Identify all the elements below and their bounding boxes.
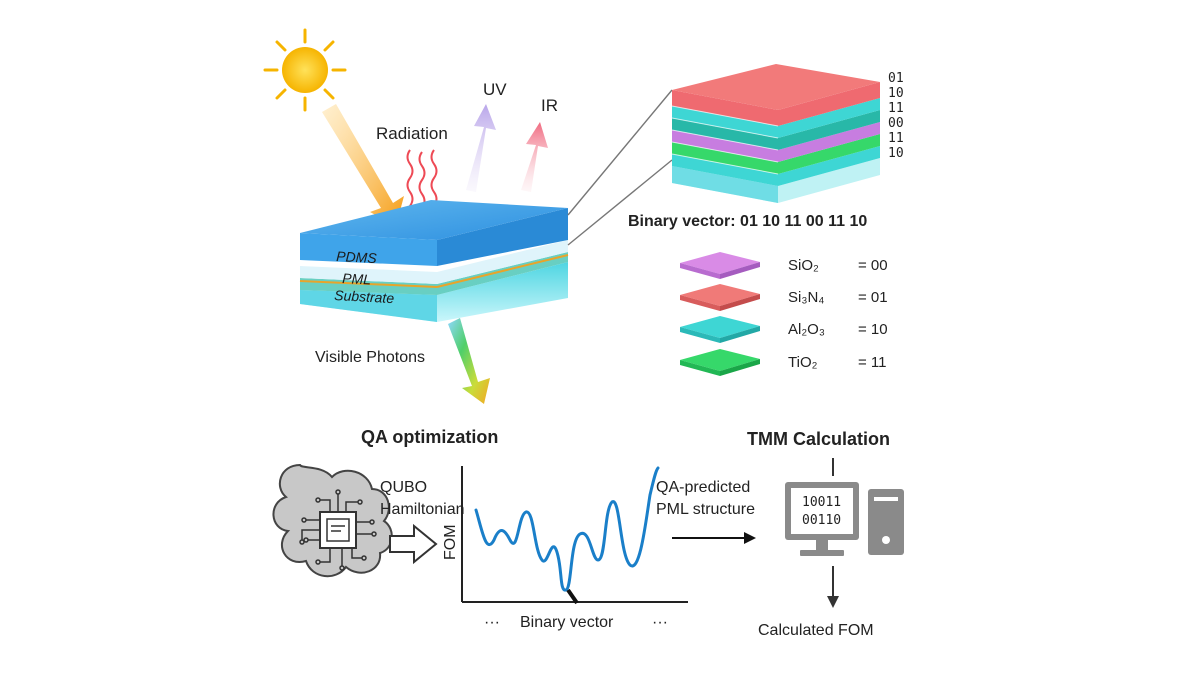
qa-optimization-title: QA optimization bbox=[361, 427, 498, 447]
qa-predicted-label: QA-predicted bbox=[656, 479, 750, 496]
server-tower-icon bbox=[868, 489, 904, 555]
stack-code-3: 11 bbox=[888, 101, 904, 116]
legend-item-tio2: TiO₂ = 11 bbox=[680, 349, 887, 376]
computer-icon: 10011 00110 bbox=[785, 482, 859, 556]
screen-code-line-2: 00110 bbox=[802, 513, 841, 528]
sun-icon bbox=[263, 28, 347, 112]
stack-code-4: 00 bbox=[888, 116, 904, 131]
qubo-label: QUBO bbox=[380, 479, 427, 496]
hamiltonian-label: Hamiltonian bbox=[380, 501, 464, 518]
fom-axis-label: FOM bbox=[442, 524, 459, 560]
layer-label-pml: PML bbox=[342, 270, 372, 287]
legend-material-al2o3: Al₂O₃ bbox=[788, 321, 825, 338]
material-legend: SiO₂ = 00 Si₃N₄ = 01 Al₂O₃ = 10 TiO₂ = 1… bbox=[680, 252, 888, 376]
multilayer-stack bbox=[671, 64, 880, 203]
legend-item-al2o3: Al₂O₃ = 10 bbox=[680, 316, 888, 343]
fom-curve bbox=[474, 466, 660, 592]
legend-material-tio2: TiO₂ bbox=[788, 354, 818, 371]
tmm-calculation-title: TMM Calculation bbox=[747, 429, 890, 449]
stack-code-5: 11 bbox=[888, 131, 904, 146]
ir-arrow bbox=[521, 122, 548, 192]
stack-code-6: 10 bbox=[888, 146, 904, 161]
visible-photons-label: Visible Photons bbox=[315, 349, 425, 366]
legend-code-si3n4: = 01 bbox=[858, 289, 888, 306]
to-tmm-arrow bbox=[672, 532, 756, 544]
stack-code-1: 01 bbox=[888, 71, 904, 86]
screen-code-line-1: 10011 bbox=[802, 495, 841, 510]
legend-material-si3n4: Si₃N₄ bbox=[788, 289, 824, 306]
device-stack: PDMS PML Substrate bbox=[299, 200, 569, 322]
binary-vector-axis-label: Binary vector bbox=[520, 614, 614, 631]
legend-material-sio2: SiO₂ bbox=[788, 257, 819, 274]
layer-label-pdms: PDMS bbox=[336, 248, 378, 266]
uv-arrow bbox=[466, 104, 496, 192]
layer-label-substrate: Substrate bbox=[334, 287, 395, 306]
down-arrow bbox=[827, 566, 839, 608]
radiation-label: Radiation bbox=[376, 124, 448, 143]
calculated-fom-label: Calculated FOM bbox=[758, 622, 874, 639]
xaxis-dots-right: ··· bbox=[652, 614, 668, 631]
legend-code-al2o3: = 10 bbox=[858, 321, 888, 338]
sunlight-arrow bbox=[322, 104, 404, 226]
fom-landscape-plot: FOM ··· Binary vector ··· bbox=[442, 466, 688, 631]
stack-code-2: 10 bbox=[888, 86, 904, 101]
xaxis-dots-left: ··· bbox=[484, 614, 500, 631]
ir-label: IR bbox=[541, 96, 558, 115]
legend-code-tio2: = 11 bbox=[858, 354, 887, 371]
binary-vector-title: Binary vector: 01 10 11 00 11 10 bbox=[628, 213, 867, 230]
legend-code-sio2: = 00 bbox=[858, 257, 888, 274]
zoom-lines bbox=[567, 89, 673, 246]
pml-structure-label: PML structure bbox=[656, 501, 755, 518]
stack-codes: 01 10 11 00 11 10 bbox=[888, 71, 904, 161]
visible-photons-arrow bbox=[448, 318, 490, 404]
legend-item-sio2: SiO₂ = 00 bbox=[680, 252, 888, 279]
quantum-cloud-chip-icon bbox=[272, 463, 393, 577]
qubo-arrow-icon bbox=[389, 523, 438, 565]
uv-label: UV bbox=[483, 80, 507, 99]
legend-item-si3n4: Si₃N₄ = 01 bbox=[680, 284, 888, 311]
